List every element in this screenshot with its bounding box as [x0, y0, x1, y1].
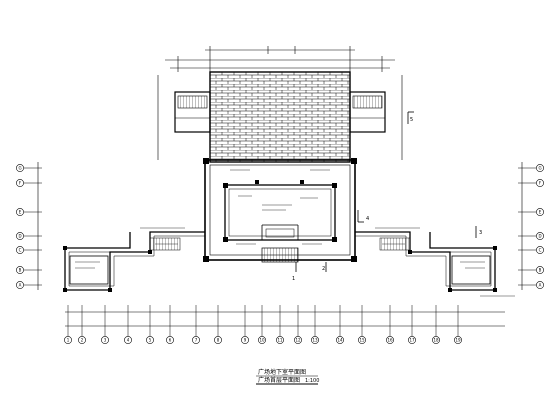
- axis-right-G-bubble: [536, 164, 544, 172]
- right-axis-grid: A B C D E F G: [518, 162, 544, 290]
- axis-bottom-16-label: 16: [387, 338, 393, 343]
- axis-bottom-18-bubble: [432, 336, 440, 344]
- brick-plaza: [209, 71, 351, 163]
- axis-bottom-5-bubble: [146, 336, 154, 344]
- side-terraces: [174, 91, 386, 133]
- axis-right-F-bubble: [536, 179, 544, 187]
- section-mark-5: 5: [410, 117, 413, 123]
- axis-bottom-2-label: 2: [81, 338, 84, 343]
- axis-bottom-19-bubble: [454, 336, 462, 344]
- axis-bottom-7-bubble: [192, 336, 200, 344]
- axis-left-C-bubble: [16, 246, 24, 254]
- axis-bottom-11-label: 11: [277, 338, 283, 343]
- axis-right-D-label: D: [538, 234, 541, 239]
- section-mark-2: 2: [322, 266, 325, 272]
- axis-bottom-1-label: 1: [67, 338, 70, 343]
- axis-bottom-19-label: 19: [455, 338, 461, 343]
- axis-bottom-12-label: 12: [295, 338, 301, 343]
- axis-bottom-15-label: 15: [359, 338, 365, 343]
- axis-left-B-bubble: [16, 266, 24, 274]
- axis-bottom-2-bubble: [78, 336, 86, 344]
- axis-right-A-bubble: [536, 281, 544, 289]
- left-axis-grid: A B C D E F G: [16, 162, 42, 290]
- axis-bottom-16-bubble: [386, 336, 394, 344]
- axis-right-B-bubble: [536, 266, 544, 274]
- axis-bottom-10-label: 10: [259, 338, 265, 343]
- axis-bottom-17-label: 17: [409, 338, 415, 343]
- axis-bottom-1-bubble: [64, 336, 72, 344]
- axis-bottom-15-bubble: [358, 336, 366, 344]
- axis-bottom-13-bubble: [311, 336, 319, 344]
- axis-bottom-18-label: 18: [433, 338, 439, 343]
- drawing-scale: 1:100: [305, 378, 319, 384]
- axis-right-G-label: G: [538, 166, 541, 171]
- axis-bottom-5-label: 5: [149, 338, 152, 343]
- axis-bottom-14-label: 14: [337, 338, 343, 343]
- right-wing: [355, 227, 515, 297]
- axis-left-B-label: B: [19, 268, 22, 273]
- axis-bottom-4-bubble: [124, 336, 132, 344]
- axis-bottom-9-bubble: [241, 336, 249, 344]
- axis-right-F-label: F: [539, 181, 542, 186]
- axis-bottom-3-label: 3: [104, 338, 107, 343]
- axis-left-G-bubble: [16, 164, 24, 172]
- section-mark-4: 4: [366, 216, 369, 222]
- drawing-title-1: 广场地下室平面图: [258, 368, 306, 376]
- axis-bottom-11-bubble: [276, 336, 284, 344]
- axis-bottom-6-bubble: [166, 336, 174, 344]
- bottom-dimension-chain: [65, 311, 505, 327]
- axis-right-E-label: E: [539, 210, 542, 215]
- top-dimension-lines: [157, 46, 403, 160]
- axis-left-C-label: C: [19, 248, 22, 253]
- axis-left-D-label: D: [18, 234, 21, 239]
- axis-left-A-bubble: [16, 281, 24, 289]
- axis-bottom-10-bubble: [258, 336, 266, 344]
- axis-right-A-label: A: [539, 283, 542, 288]
- axis-bottom-7-label: 7: [195, 338, 198, 343]
- drawing-title-block: 广场地下室平面图 广场首层平面图 1:100: [256, 368, 319, 385]
- axis-left-D-bubble: [16, 232, 24, 240]
- axis-left-F-label: F: [19, 181, 22, 186]
- axis-left-E-label: E: [19, 210, 22, 215]
- axis-right-D-bubble: [536, 232, 544, 240]
- axis-bottom-4-label: 4: [127, 338, 130, 343]
- axis-bottom-14-bubble: [336, 336, 344, 344]
- axis-bottom-3-bubble: [101, 336, 109, 344]
- axis-left-A-label: A: [19, 283, 22, 288]
- central-building: [203, 158, 357, 263]
- axis-bottom-6-label: 6: [169, 338, 172, 343]
- left-wing: [63, 227, 205, 292]
- axis-bottom-13-label: 13: [312, 338, 318, 343]
- axis-right-B-label: B: [539, 268, 542, 273]
- section-mark-3: 3: [479, 230, 482, 236]
- axis-bottom-8-label: 8: [217, 338, 220, 343]
- axis-left-E-bubble: [16, 208, 24, 216]
- section-mark-1: 1: [292, 276, 295, 282]
- axis-right-C-bubble: [536, 246, 544, 254]
- axis-bottom-9-label: 9: [244, 338, 247, 343]
- axis-right-E-bubble: [536, 208, 544, 216]
- axis-bottom-17-bubble: [408, 336, 416, 344]
- axis-bottom-12-bubble: [294, 336, 302, 344]
- axis-right-C-label: C: [539, 248, 542, 253]
- axis-left-F-bubble: [16, 179, 24, 187]
- axis-bottom-8-bubble: [214, 336, 222, 344]
- drawing-title-2: 广场首层平面图: [258, 376, 300, 384]
- axis-left-G-label: G: [18, 166, 21, 171]
- section-markers: [295, 111, 477, 272]
